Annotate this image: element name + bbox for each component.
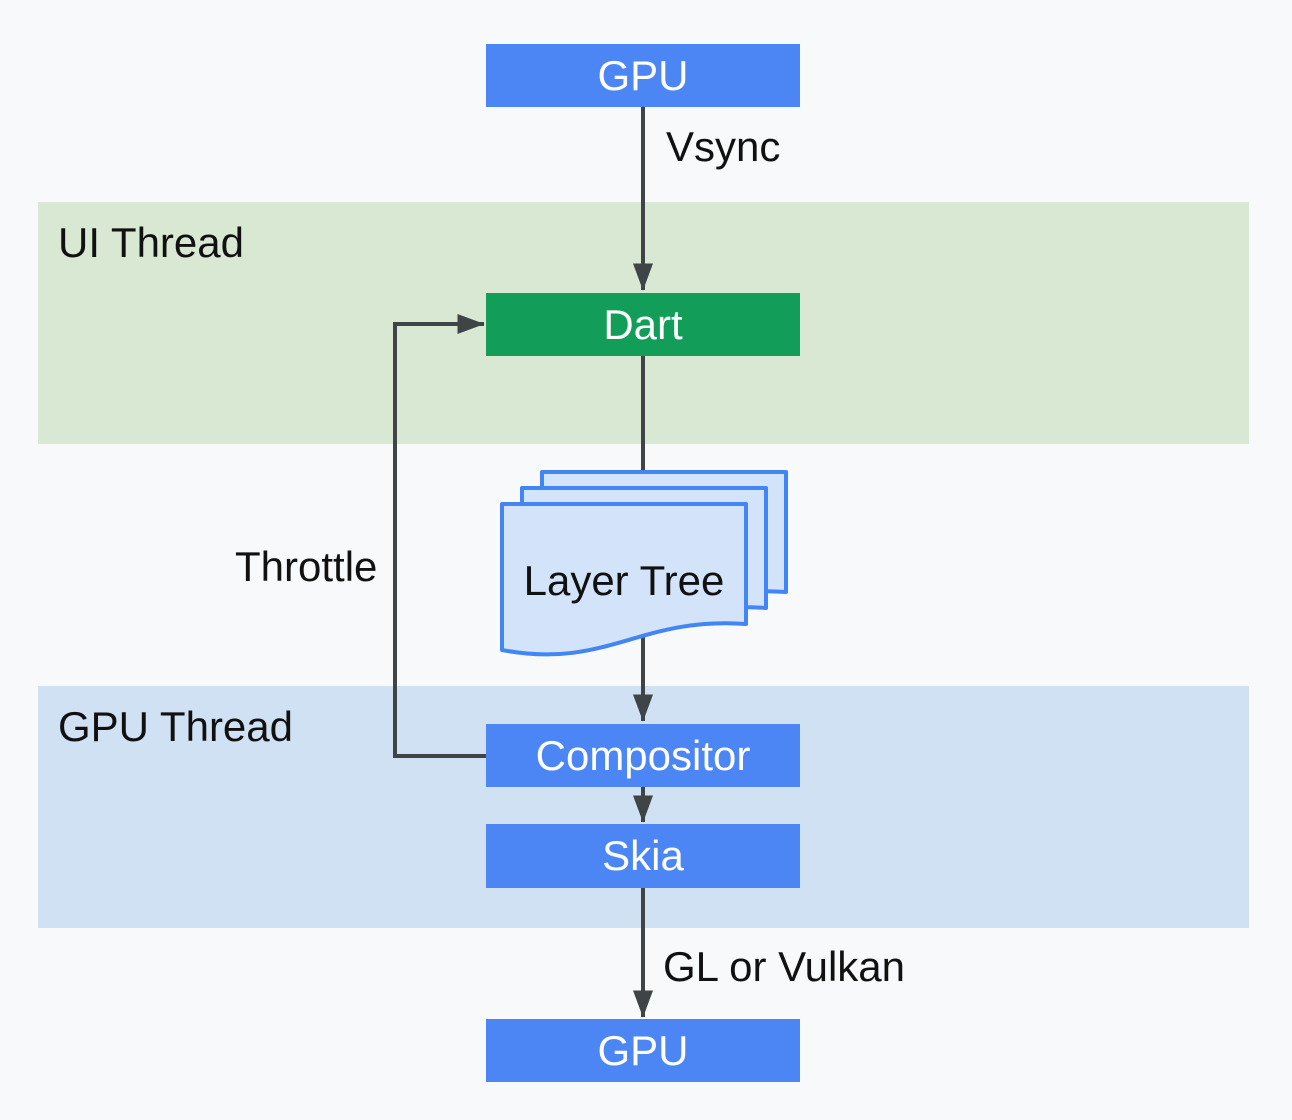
ui-thread-label: UI Thread xyxy=(58,219,244,266)
node-gpu-top-label: GPU xyxy=(597,51,689,99)
edge-throttle-arrow xyxy=(393,314,486,758)
throttle-edge-label: Throttle xyxy=(235,543,378,590)
layer-tree-label: Layer Tree xyxy=(523,557,725,604)
node-gpu-bottom-label: GPU xyxy=(597,1026,689,1074)
gpu-thread-label: GPU Thread xyxy=(58,703,293,750)
node-compositor: Compositor xyxy=(486,724,800,787)
gl-or-vulkan-edge-label: GL or Vulkan xyxy=(663,943,906,990)
node-gpu-bottom: GPU xyxy=(486,1019,800,1082)
node-compositor-label: Compositor xyxy=(535,731,751,779)
layer-tree-node xyxy=(500,470,788,657)
layer-tree-doc-front xyxy=(500,502,748,657)
node-gpu-top: GPU xyxy=(486,44,800,107)
vsync-edge-label: Vsync xyxy=(666,123,781,170)
node-skia-label: Skia xyxy=(602,832,684,879)
node-dart: Dart xyxy=(486,293,800,356)
node-skia: Skia xyxy=(486,824,800,888)
node-dart-label: Dart xyxy=(603,300,683,348)
